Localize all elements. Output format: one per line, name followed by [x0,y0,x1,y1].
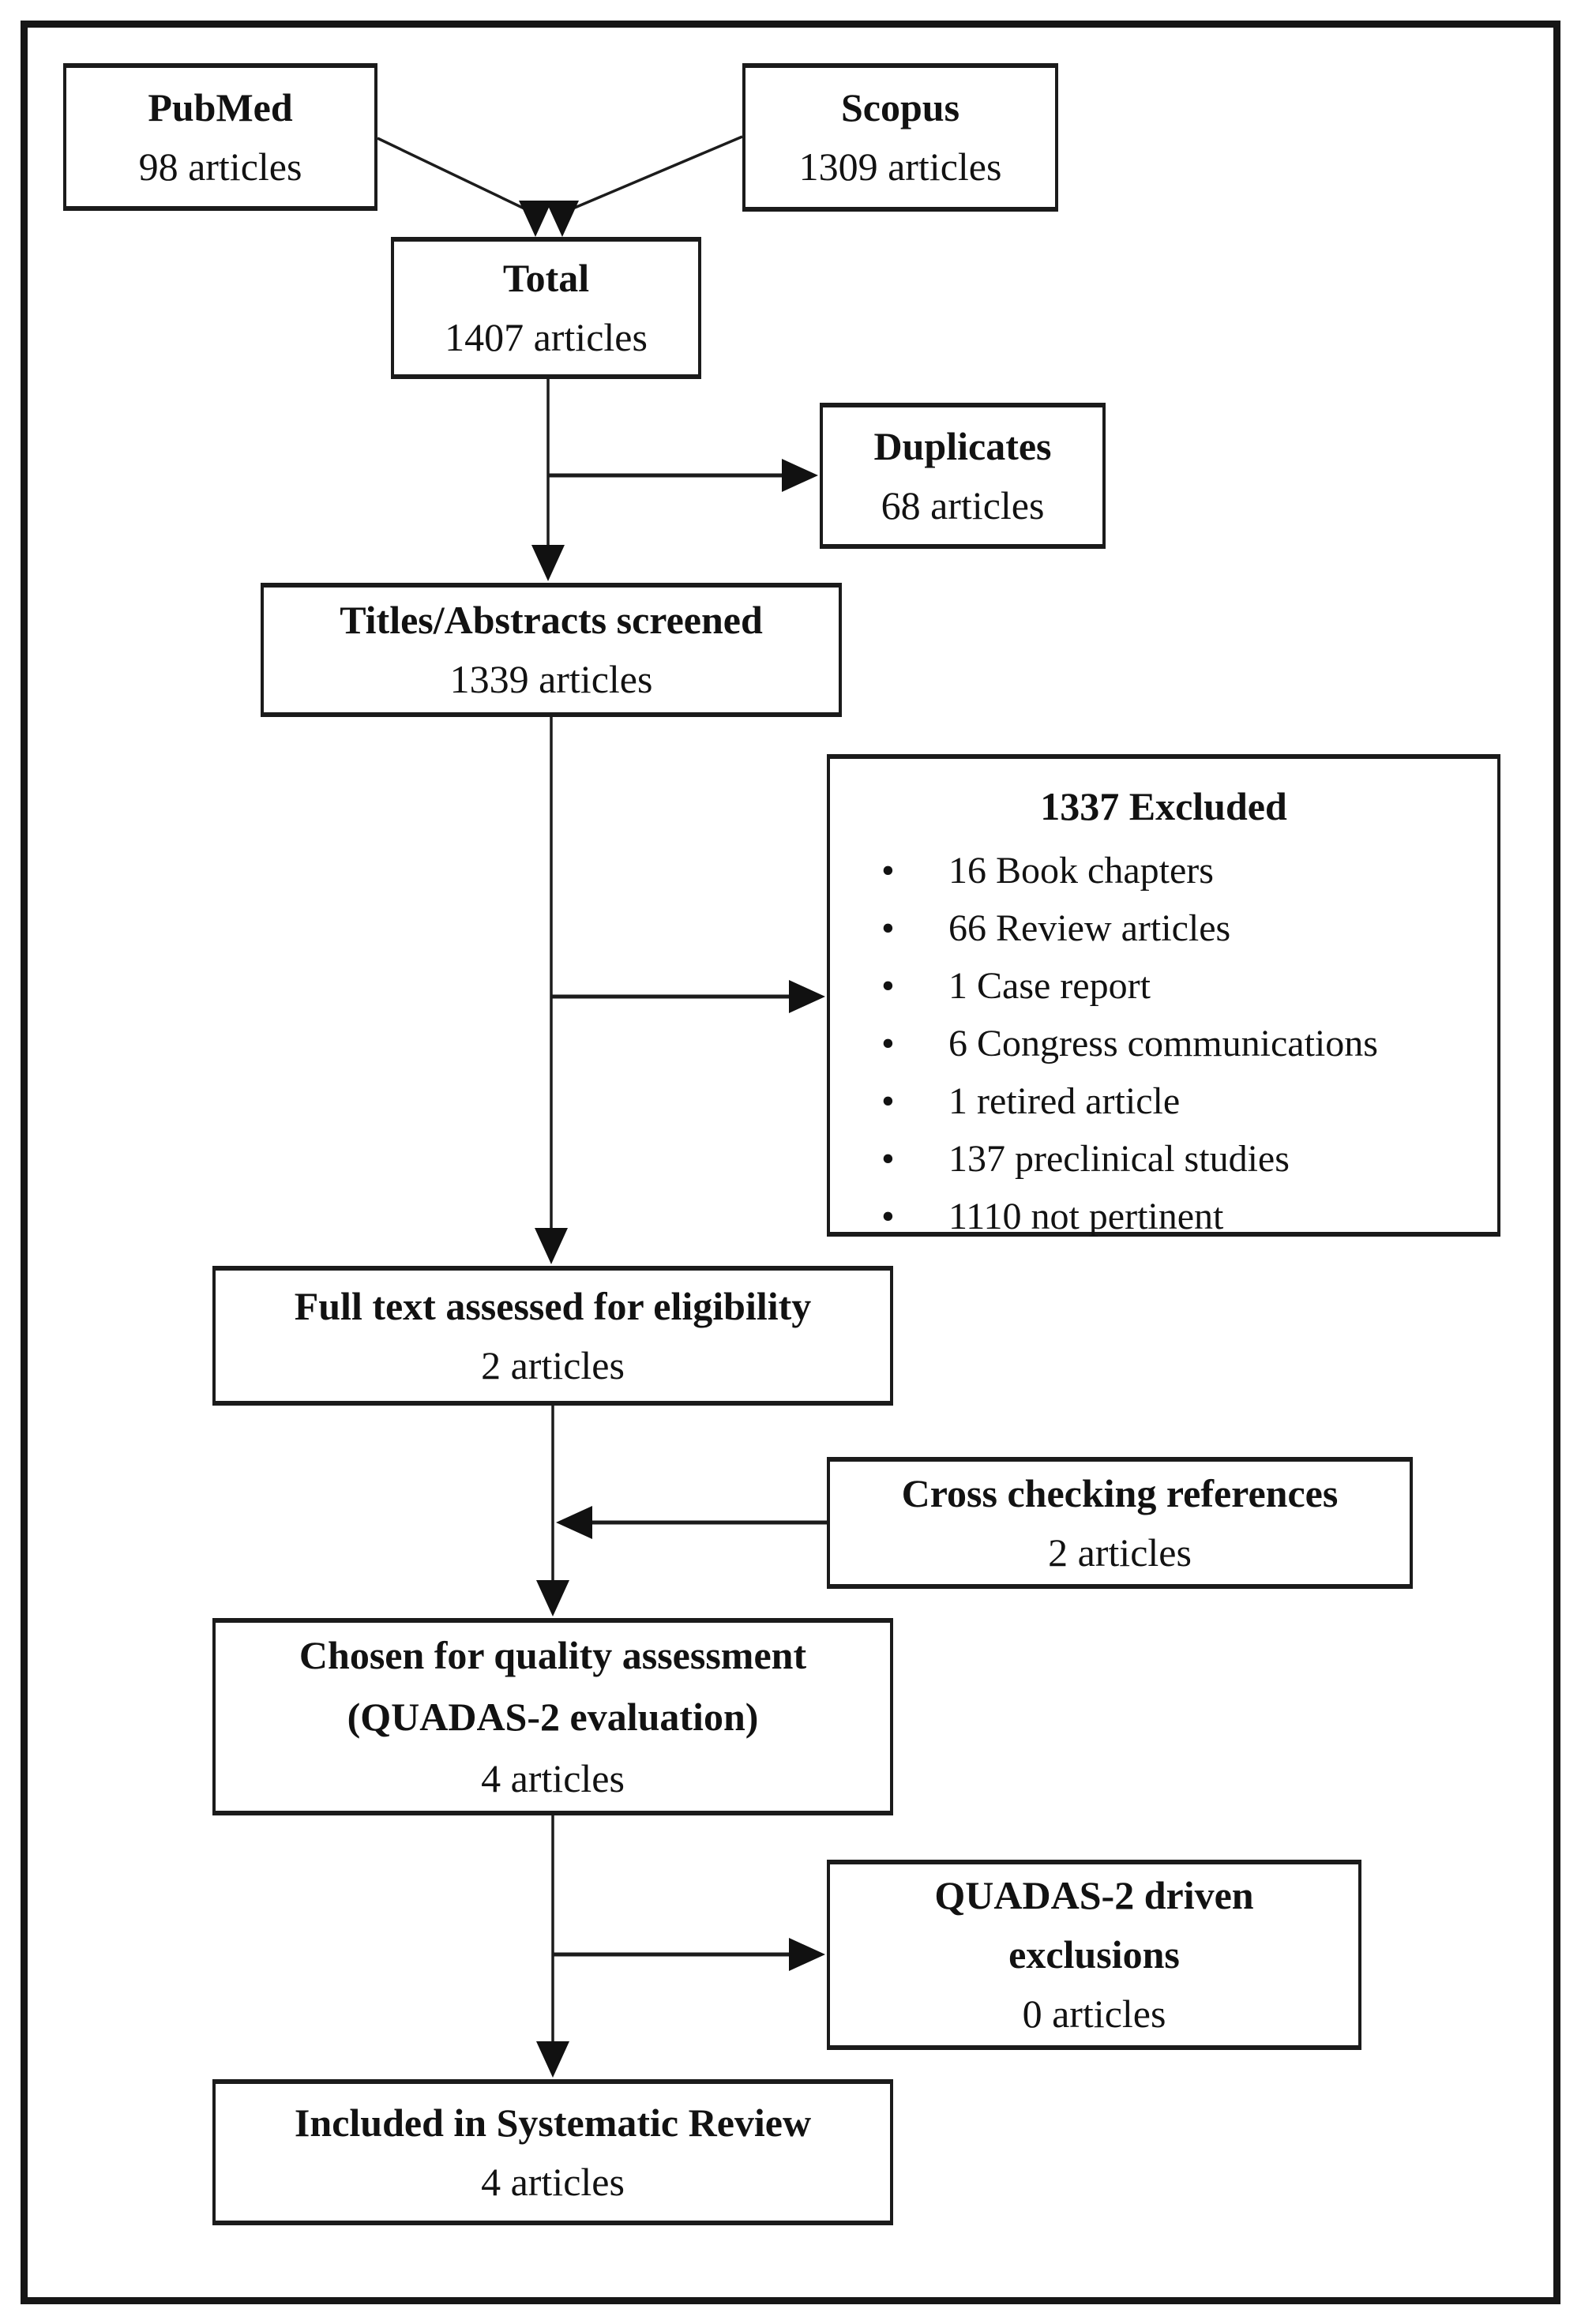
pubmed-count: 98 articles [138,144,302,189]
excluded-item: 1110 not pertinent [838,1188,1489,1246]
full-text-assessed-box: Full text assessed for eligibility 2 art… [212,1266,893,1406]
total-count: 1407 articles [445,315,648,359]
scopus-title: Scopus [840,85,960,130]
duplicates-title: Duplicates [873,423,1052,468]
scopus-count: 1309 articles [798,145,1002,189]
included-in-systematic-review-box: Included in Systematic Review 4 articles [212,2079,893,2225]
total-box: Total 1407 articles [391,237,701,379]
scopus-box: Scopus 1309 articles [742,63,1058,212]
included-title: Included in Systematic Review [294,2100,812,2145]
excluded-box: 1337 Excluded 16 Book chapters 66 Review… [827,754,1500,1246]
titles-abstracts-screened-box: Titles/Abstracts screened 1339 articles [261,583,842,717]
excluded-item: 1 retired article [838,1073,1489,1131]
quadas-driven-exclusions-box: QUADAS-2 driven exclusions 0 articles [827,1860,1361,2050]
crossref-title: Cross checking references [901,1470,1339,1515]
chosen-title-line1: Chosen for quality assessment [299,1633,807,1677]
excluded-item: 1 Case report [838,958,1489,1016]
crossref-count: 2 articles [1048,1530,1192,1575]
screened-title: Titles/Abstracts screened [340,598,763,642]
excluded-list: 16 Book chapters 66 Review articles 1 Ca… [838,843,1489,1246]
total-title: Total [502,256,590,300]
excluded-item: 137 preclinical studies [838,1131,1489,1188]
screened-count: 1339 articles [449,657,653,701]
excluded-item: 6 Congress communications [838,1016,1489,1073]
excluded-title: 1337 Excluded [1040,784,1287,828]
included-count: 4 articles [481,2159,625,2204]
chosen-count: 4 articles [481,1756,625,1800]
quadas-count: 0 articles [1022,1992,1166,2036]
chosen-for-quality-assessment-box: Chosen for quality assessment (QUADAS-2 … [212,1618,893,1815]
quadas-title-line1: QUADAS-2 driven [934,1873,1254,1917]
duplicates-count: 68 articles [881,482,1045,527]
cross-checking-references-box: Cross checking references 2 articles [827,1457,1413,1589]
fulltext-count: 2 articles [481,1342,625,1387]
excluded-item: 66 Review articles [838,900,1489,958]
duplicates-box: Duplicates 68 articles [820,403,1106,549]
excluded-item: 16 Book chapters [838,843,1489,900]
pubmed-box: PubMed 98 articles [63,63,377,211]
chosen-title-line2: (QUADAS-2 evaluation) [347,1695,759,1739]
pubmed-title: PubMed [148,84,293,130]
fulltext-title: Full text assessed for eligibility [294,1283,812,1328]
quadas-title-line2: exclusions [1008,1932,1180,1977]
